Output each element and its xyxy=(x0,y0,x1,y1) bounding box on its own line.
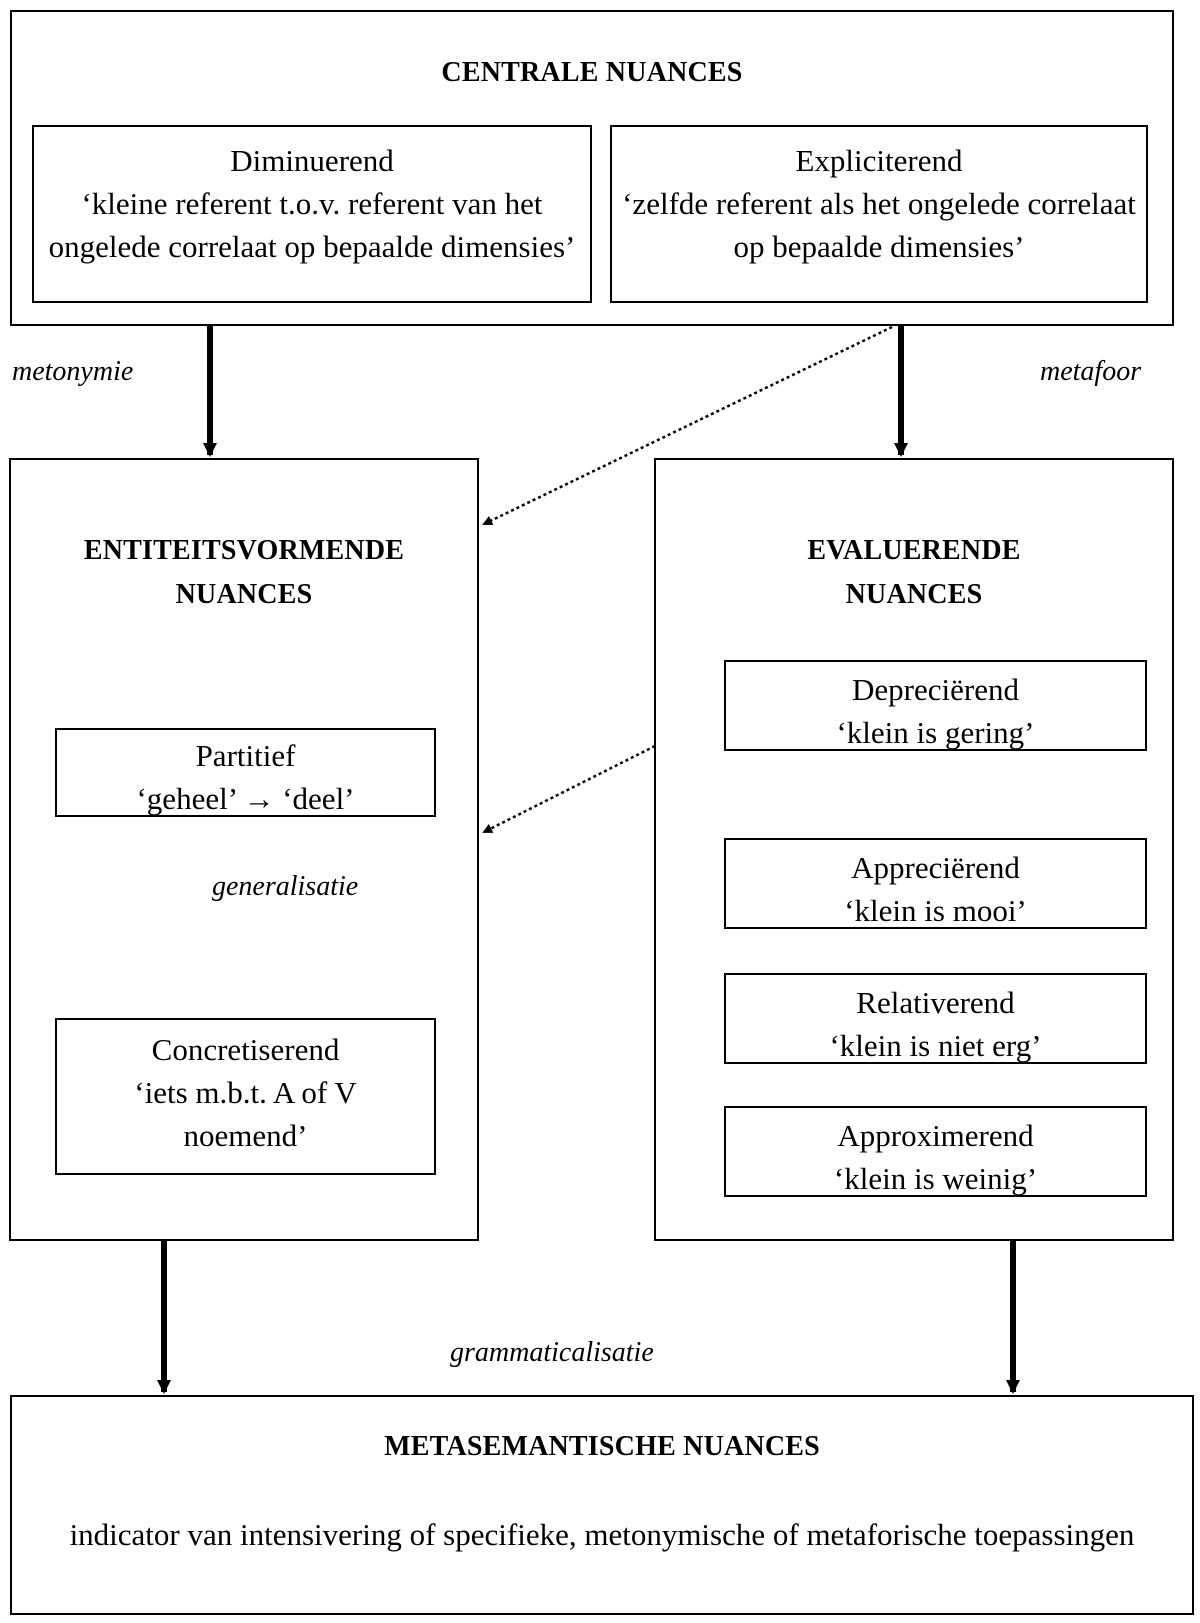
expliciterend-title: Expliciterend xyxy=(795,143,963,178)
appreciërend-gloss: ‘klein is mooi’ xyxy=(844,893,1027,928)
approximerend-box: Approximerend ‘klein is weinig’ xyxy=(724,1106,1147,1197)
relativerend-title: Relativerend xyxy=(856,985,1015,1020)
appreciërend-box: Appreciërend ‘klein is mooi’ xyxy=(724,838,1147,929)
relativerend-box: Relativerend ‘klein is niet erg’ xyxy=(724,973,1147,1064)
evaluerende-heading-line1: EVALUERENDE xyxy=(807,535,1021,566)
expliciterend-box: Expliciterend ‘zelfde referent als het o… xyxy=(610,125,1148,303)
concretiserend-box: Concretiserend ‘iets m.b.t. A of V noeme… xyxy=(55,1018,436,1175)
depreciërend-box: Depreciërend ‘klein is gering’ xyxy=(724,660,1147,751)
partitief-gloss: ‘geheel’ → ‘deel’ xyxy=(136,781,355,816)
central-nuances-heading: CENTRALE NUANCES xyxy=(441,57,743,88)
metasemantische-heading: METASEMANTISCHE NUANCES xyxy=(384,1431,820,1462)
evaluerende-nuances-box: EVALUERENDE NUANCES Depreciërend ‘klein … xyxy=(654,458,1174,1241)
dotted-arrow-evaluerend-entiteit xyxy=(482,744,656,834)
central-nuances-box: CENTRALE NUANCES Diminuerend ‘kleine ref… xyxy=(10,10,1174,326)
metasemantische-nuances-box: METASEMANTISCHE NUANCES indicator van in… xyxy=(10,1395,1194,1615)
concretiserend-gloss: ‘iets m.b.t. A of V noemend’ xyxy=(134,1075,357,1153)
depreciërend-title: Depreciërend xyxy=(852,672,1019,707)
expliciterend-gloss: ‘zelfde referent als het ongelede correl… xyxy=(622,186,1136,264)
entiteitsvormende-heading-line1: ENTITEITSVORMENDE xyxy=(83,535,405,566)
entiteitsvormende-nuances-box: ENTITEITSVORMENDE NUANCES Partitief ‘geh… xyxy=(9,458,479,1241)
partitief-title: Partitief xyxy=(195,738,296,773)
concretiserend-title: Concretiserend xyxy=(151,1032,340,1067)
evaluerende-heading-line2: NUANCES xyxy=(845,579,983,610)
approximerend-title: Approximerend xyxy=(837,1118,1034,1153)
generalisatie-label: generalisatie xyxy=(212,871,359,902)
relativerend-gloss: ‘klein is niet erg’ xyxy=(829,1028,1042,1063)
diminuerend-title: Diminuerend xyxy=(230,143,394,178)
metafoor-label: metafoor xyxy=(1040,356,1142,387)
metasemantische-description: indicator van intensivering of specifiek… xyxy=(69,1517,1135,1552)
approximerend-gloss: ‘klein is weinig’ xyxy=(833,1161,1038,1196)
entiteitsvormende-heading-line2: NUANCES xyxy=(175,579,313,610)
grammaticalisatie-label: grammaticalisatie xyxy=(450,1337,654,1368)
diminuerend-gloss: ‘kleine referent t.o.v. referent van het… xyxy=(48,186,576,264)
metonymie-label: metonymie xyxy=(12,356,134,387)
diminuerend-box: Diminuerend ‘kleine referent t.o.v. refe… xyxy=(32,125,592,303)
appreciërend-title: Appreciërend xyxy=(851,850,1020,885)
partitief-box: Partitief ‘geheel’ → ‘deel’ xyxy=(55,728,436,817)
depreciërend-gloss: ‘klein is gering’ xyxy=(836,715,1035,750)
